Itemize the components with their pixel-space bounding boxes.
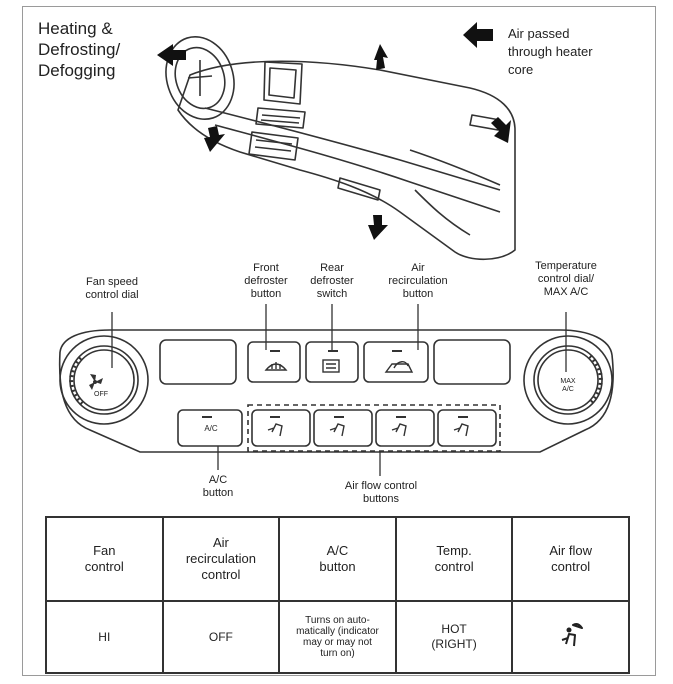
cell-text: (RIGHT) (431, 637, 477, 651)
header-text: control (551, 559, 591, 574)
temp-dial-label: MAX A/C (552, 378, 584, 394)
title-line-3: Defogging (38, 61, 116, 80)
note-line-3: core (508, 62, 534, 77)
air-recirculation-line-2: recirculation (388, 275, 448, 287)
header-text: Temp. (436, 543, 472, 558)
rear-defroster-line-1: Rear (320, 262, 344, 274)
front-defroster-line-2: defroster (244, 275, 288, 287)
rear-defroster-callout: Rear defroster switch (294, 262, 370, 301)
front-defroster-callout: Front defroster button (226, 262, 306, 301)
header-text: recirculation (185, 551, 256, 566)
temperature-line-1: Temperature (535, 260, 597, 272)
air-recirculation-line-1: Air (411, 262, 425, 274)
value-ac-button: Turns on auto- matically (indicator may … (278, 600, 397, 674)
cell-text: may or may not (303, 637, 372, 648)
floor-defrost-airflow-icon (561, 623, 583, 647)
cell-text: Turns on auto- (305, 615, 370, 626)
header-text: control (84, 559, 124, 574)
header-air-flow-control: Air flow control (511, 516, 630, 602)
cell-text: OFF (208, 629, 233, 644)
airflow-note: Air passed through heater core (508, 25, 593, 79)
cell-text: HI (98, 629, 111, 644)
header-text: control (434, 559, 474, 574)
heating-title: Heating & Defrosting/ Defogging (38, 18, 120, 81)
header-text: A/C (326, 543, 349, 558)
temperature-callout: Temperature control dial/ MAX A/C (510, 260, 622, 299)
rear-defroster-line-3: switch (316, 288, 348, 300)
value-temp-control: HOT (RIGHT) (394, 600, 514, 674)
air-flow-line-2: buttons (362, 493, 400, 505)
rear-defroster-line-2: defroster (310, 275, 354, 287)
title-line-2: Defrosting/ (38, 40, 121, 59)
temperature-line-2: control dial/ (537, 273, 595, 285)
note-line-1: Air passed (508, 26, 570, 41)
air-flow-callout: Air flow control buttons (318, 480, 444, 506)
figure-frame (22, 6, 656, 676)
title-line-1: Heating & (38, 19, 113, 38)
front-defroster-line-3: button (250, 288, 282, 300)
header-fan-control: Fan control (45, 516, 164, 602)
header-text: Air flow (549, 543, 592, 558)
ac-button-line-1: A/C (208, 474, 228, 486)
header-temp-control: Temp. control (394, 516, 514, 602)
fan-speed-callout: Fan speed control dial (62, 276, 162, 302)
ac-key-label[interactable]: A/C (204, 424, 218, 433)
temp-dial-max: MAX (560, 378, 576, 385)
settings-table: Fan control Air recirculation control A/… (45, 516, 630, 674)
cell-text: matically (indicator (296, 626, 379, 637)
header-text: Fan (93, 543, 116, 558)
header-text: button (319, 559, 356, 574)
ac-button-callout: A/C button (188, 474, 248, 500)
note-line-2: through heater (508, 44, 593, 59)
table-header-row: Fan control Air recirculation control A/… (45, 516, 630, 602)
header-text: control (201, 567, 241, 582)
temperature-line-3: MAX A/C (543, 286, 589, 298)
header-ac-button: A/C button (278, 516, 397, 602)
fan-speed-line-1: Fan speed (86, 276, 138, 288)
legend-arrow-icon (463, 22, 493, 48)
cell-text: turn on) (320, 648, 355, 659)
value-fan-control: HI (45, 600, 164, 674)
fan-speed-line-2: control dial (85, 289, 139, 301)
value-air-flow-control (511, 600, 630, 674)
value-air-recirculation: OFF (161, 600, 281, 674)
fan-dial-off-label: OFF (94, 391, 108, 398)
air-recirculation-line-3: button (402, 288, 434, 300)
table-row: HI OFF Turns on auto- matically (indicat… (45, 600, 630, 674)
front-defroster-line-1: Front (253, 262, 279, 274)
air-recirculation-callout: Air recirculation button (366, 262, 470, 301)
air-flow-line-1: Air flow control (344, 480, 418, 492)
cell-text: HOT (441, 622, 467, 636)
ac-button-line-2: button (202, 487, 234, 499)
header-text: Air (212, 535, 229, 550)
header-air-recirculation: Air recirculation control (161, 516, 281, 602)
temp-dial-ac: A/C (562, 386, 574, 393)
